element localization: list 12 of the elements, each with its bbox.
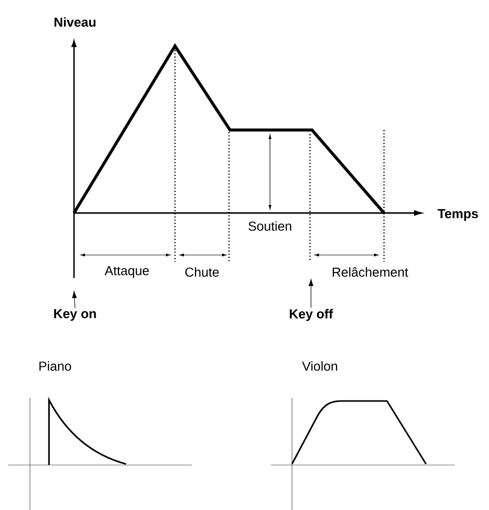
dimension-label: Attaque [104,266,149,278]
arrow [308,279,314,308]
chart-title: Piano [39,361,72,371]
arrow [72,291,77,308]
chart-title: Violon [302,361,338,371]
key-label: Key on [54,309,96,321]
key-label: Key off [290,308,334,322]
dimension-label: Chute [185,267,219,277]
dimension-label: Soutien [248,221,292,231]
axis-label: Niveau [54,17,96,27]
axis-label: Temps [438,209,478,221]
dimension-label: Relâchement [332,267,408,277]
